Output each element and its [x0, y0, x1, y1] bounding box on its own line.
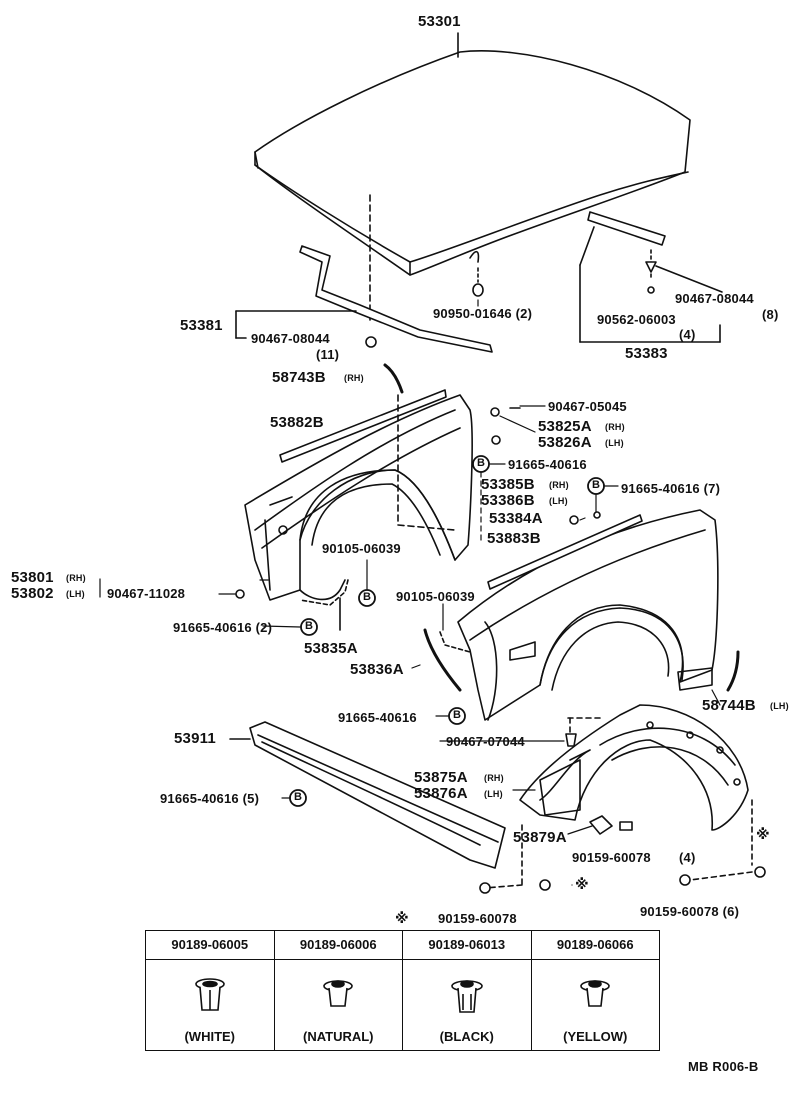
- note-mark: ※: [395, 910, 409, 926]
- rear-seal-strip: [587, 211, 666, 246]
- clip-icon: [194, 978, 225, 1011]
- hood-panel: [254, 50, 691, 276]
- label-seal-rh: 58743B: [272, 369, 326, 386]
- clip-part-number: 90189-06013: [402, 930, 532, 960]
- leader-lines: [99, 299, 721, 886]
- shield-lh: [423, 628, 462, 692]
- label-bracket-rh-side: (RH): [605, 422, 625, 432]
- callout-b-letter: B: [294, 791, 303, 803]
- label-hood-seal-clip-qty: (11): [316, 347, 340, 362]
- label-screw-60078-a: 90159-60078: [572, 850, 651, 865]
- label-fender-rh-side: (RH): [66, 573, 86, 583]
- clip-icon: [323, 980, 354, 1007]
- label-apron-seal: 53911: [174, 730, 216, 747]
- callout-b-letter: B: [592, 479, 601, 491]
- label-screw-06039-b: 90105-06039: [396, 589, 475, 604]
- callout-b-letter: B: [305, 620, 314, 632]
- label-screw-60078-a-qty: (4): [679, 850, 696, 865]
- label-clip-07044: 90467-07044: [446, 734, 525, 749]
- clip-icon: [580, 980, 611, 1007]
- label-liner-rh: 53875A: [414, 769, 468, 786]
- fender-lh-seal: [726, 650, 740, 692]
- callout-b-letter: B: [477, 457, 486, 469]
- clip-part-number: 90189-06066: [530, 930, 660, 960]
- label-rear-seal-clip-qty: (8): [762, 307, 779, 322]
- right-fender: [457, 509, 719, 721]
- label-clip-40616-a: 91665-40616: [508, 457, 587, 472]
- note-mark: ※: [575, 876, 589, 892]
- label-clip-11028: 90467-11028: [107, 586, 186, 601]
- label-liner-rh-side: (RH): [484, 773, 504, 783]
- clip-icon: [450, 980, 483, 1013]
- label-rear-seal-screw: 90562-06003: [597, 312, 676, 327]
- hood-seal-strip: [299, 245, 493, 353]
- label-seal-lh: 58744B: [702, 697, 756, 714]
- label-seal-lh-side: (LH): [770, 701, 789, 711]
- right-fender-seal-strip: [487, 514, 643, 590]
- label-screw-60078-c: 90159-60078 (6): [640, 904, 740, 919]
- label-liner-lh-side: (LH): [484, 789, 503, 799]
- label-seal-rh-side: (RH): [344, 373, 364, 383]
- hood-cushion-icon: [472, 267, 484, 297]
- clip-color-table: 90189-06005 90189-06006 90189-06013 9018…: [145, 930, 660, 1051]
- label-part-53835A: 53835A: [304, 640, 358, 657]
- label-fender-seal-rh: 53883B: [487, 530, 541, 547]
- label-bracket-rh: 53825A: [538, 418, 592, 435]
- clip-53879A-icon: [589, 815, 613, 835]
- callout-b-letter: B: [363, 591, 372, 603]
- left-fender: [244, 394, 473, 601]
- label-hood-seal: 53381: [180, 317, 223, 334]
- label-clip-40616-e: 91665-40616 (5): [160, 791, 260, 806]
- label-part-53384A: 53384A: [489, 510, 543, 527]
- label-clip-40616-d: 91665-40616: [338, 710, 417, 725]
- label-rear-seal-screw-qty: (4): [679, 327, 696, 342]
- label-shield-rh: 53385B: [481, 476, 535, 493]
- label-fender-seal-lh: 53882B: [270, 414, 324, 431]
- label-bracket-lh-side: (LH): [605, 438, 624, 448]
- hood-seal-bracket: [235, 310, 377, 348]
- fender-seal-strip: [279, 389, 447, 463]
- clip-color-label: (NATURAL): [302, 1029, 374, 1044]
- label-clip-40616-b: 91665-40616 (7): [621, 481, 721, 496]
- label-clip-05045: 90467-05045: [548, 399, 627, 414]
- clip-color-label: (WHITE): [184, 1029, 236, 1044]
- label-screw-06039-a: 90105-06039: [322, 541, 401, 556]
- screw-60078-icon: [479, 882, 491, 894]
- clip-part-number: 90189-06006: [273, 930, 403, 960]
- rear-seal-bracket: [579, 226, 723, 343]
- label-part-53836A: 53836A: [350, 661, 404, 678]
- apron-seal: [249, 721, 506, 869]
- clip-color-label: (BLACK): [439, 1029, 494, 1044]
- label-shield-lh: 53386B: [481, 492, 535, 509]
- clip-part-number: 90189-06005: [145, 930, 275, 960]
- callout-b-circles: [289, 455, 605, 807]
- label-shield-lh-side: (LH): [549, 496, 568, 506]
- label-hood-seal-clip: 90467-08044: [251, 331, 330, 346]
- label-screw-60078-b: 90159-60078: [438, 911, 517, 926]
- note-mark: ※: [756, 826, 770, 842]
- label-rear-seal-clip: 90467-08044: [675, 291, 754, 306]
- label-shield-rh-side: (RH): [549, 480, 569, 490]
- callout-b-letter: B: [453, 709, 462, 721]
- footer-code: MB R006-B: [688, 1059, 759, 1074]
- label-fender-rh: 53801: [11, 569, 54, 586]
- clip-07044-icon: [565, 733, 577, 747]
- label-fender-lh: 53802: [11, 585, 54, 602]
- label-hood-cushion: 90950-01646 (2): [433, 306, 533, 321]
- label-liner-lh: 53876A: [414, 785, 468, 802]
- shield-rh: [299, 579, 346, 601]
- label-hood: 53301: [418, 13, 461, 30]
- label-part-53879A: 53879A: [513, 829, 567, 846]
- fender-liner: [519, 704, 749, 831]
- label-bracket-lh: 53826A: [538, 434, 592, 451]
- label-clip-40616-c: 91665-40616 (2): [173, 620, 273, 635]
- clip-color-label: (YELLOW): [563, 1029, 628, 1044]
- label-rear-seal: 53383: [625, 345, 668, 362]
- label-fender-lh-side: (LH): [66, 589, 85, 599]
- fender-rh-seal: [383, 363, 404, 394]
